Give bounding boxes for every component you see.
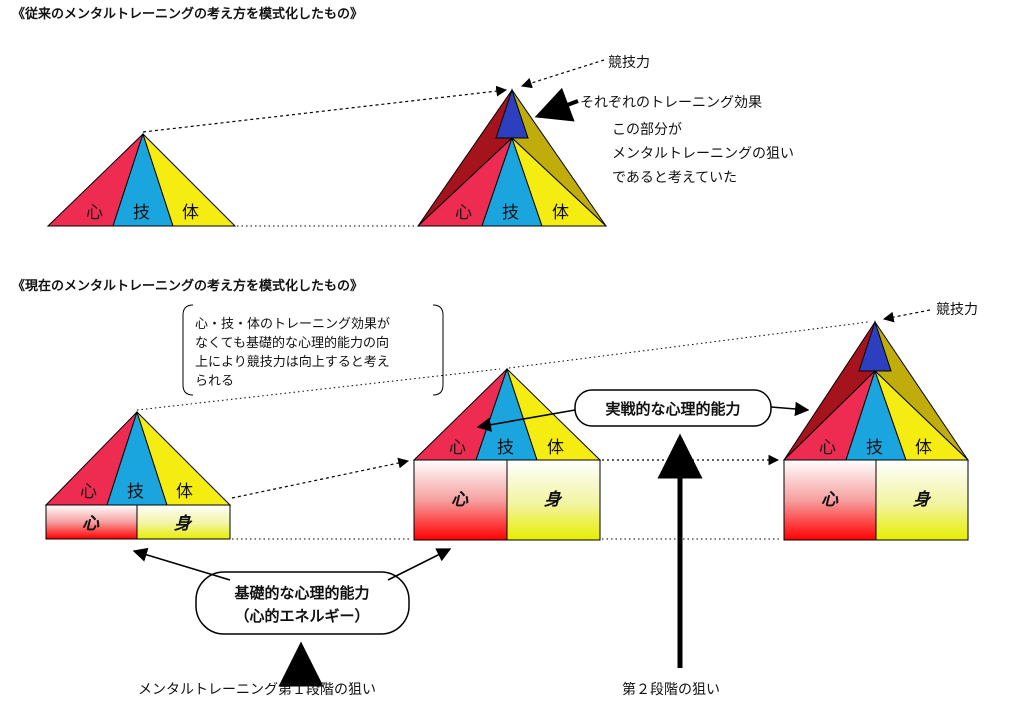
bottom-h3-base-mind: 心: [821, 490, 839, 510]
top-effect-arrow: [534, 87, 579, 122]
practical-to-h3-arrow: [770, 401, 810, 417]
top-pyramid-1: 心 技 体: [46, 132, 237, 227]
bottom-h1-base-body: 身: [174, 514, 193, 534]
bracket-line-2: なくても基礎的な心理的能力の向: [195, 335, 389, 351]
bottom-competitive-arrow: [882, 309, 931, 323]
top-p1-skill-label: 技: [133, 203, 150, 223]
basic-ability-line-1: 基礎的な心理的能力: [233, 584, 369, 602]
bracket-right: [432, 304, 444, 396]
bracket-line-3: 上により競技力は向上すると考え: [195, 354, 390, 370]
top-p2-body-label: 体: [552, 203, 569, 223]
basic-to-h2-arrow: [387, 548, 452, 581]
top-effect-label: それぞれのトレーニング効果: [580, 95, 762, 111]
top-apex-dotted-arrow: [142, 85, 508, 133]
bottom-h3-mind-label: 心: [819, 438, 836, 458]
stage2-label: 第２段階の狙い: [622, 681, 720, 698]
basic-ability-line-2: （心的エネルギー）: [234, 607, 369, 625]
top-competitive-label: 競技力: [608, 55, 650, 71]
top-p2-skill-label: 技: [502, 203, 519, 223]
bottom-competitive-label: 競技力: [936, 302, 978, 318]
bottom-h2-body-label: 体: [547, 438, 564, 458]
bottom-h1-to-h2-arrow: [231, 457, 410, 499]
bottom-house-2: 心 技 体 心 身: [412, 367, 602, 541]
top-note-line-1: この部分が: [612, 122, 682, 138]
bracket-line-1: 心・技・体のトレーニング効果が: [195, 317, 390, 332]
top-pyramid-2: 心 技 体: [416, 88, 608, 227]
top-p2-mind-label: 心: [455, 203, 472, 223]
bracket-left: [182, 304, 194, 396]
bottom-h2-base-body: 身: [544, 490, 563, 510]
bottom-house-3: 心 技 体 心 身: [782, 320, 970, 541]
bottom-h1-mind-label: 心: [80, 482, 97, 502]
top-heading: 《従来のメンタルトレーニングの考え方を模式化したもの》: [12, 6, 363, 22]
bottom-h1-base-mind: 心: [82, 514, 100, 534]
basic-to-h1-arrow: [132, 547, 231, 581]
top-note-line-2: メンタルトレーニングの狙い: [612, 146, 794, 162]
bottom-h1-body-label: 体: [176, 482, 193, 502]
bottom-apex-dotted-2: [508, 321, 869, 369]
bottom-h2-mind-label: 心: [449, 438, 466, 458]
bracket-line-4: られる: [195, 374, 234, 389]
top-competitive-arrow: [520, 59, 605, 89]
top-p1-mind-label: 心: [86, 203, 103, 223]
top-note-line-3: であると考えていた: [612, 170, 737, 186]
practical-ability-box: [574, 389, 772, 427]
bottom-h3-base-body: 身: [913, 490, 932, 510]
practical-to-h2-arrow: [476, 409, 576, 432]
bottom-h2-base-mind: 心: [451, 490, 469, 510]
bottom-h2-skill-label: 技: [497, 438, 514, 458]
practical-ability-label: 実戦的な心理的能力: [605, 400, 740, 418]
bottom-house-1: 心 技 体 心 身: [44, 410, 232, 540]
bottom-h1-skill-label: 技: [127, 482, 144, 502]
bottom-heading: 《現在のメンタルトレーニングの考え方を模式化したもの》: [12, 278, 363, 294]
basic-ability-box: [195, 571, 410, 635]
top-p1-body-label: 体: [182, 203, 199, 223]
stage1-label: メンタルトレーニング第１段階の狙い: [138, 681, 376, 698]
bottom-h3-body-label: 体: [915, 438, 932, 458]
bottom-apex-dotted-1: [136, 368, 501, 411]
bottom-h3-skill-label: 技: [866, 438, 883, 458]
